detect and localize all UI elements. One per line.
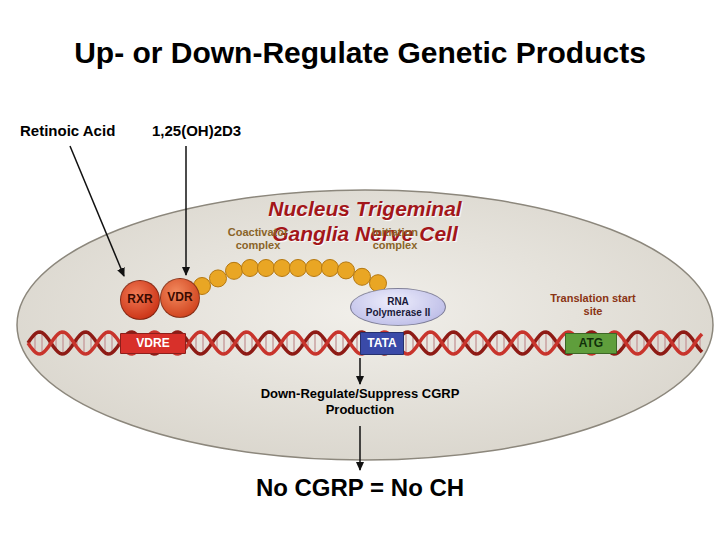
node-text: TATA xyxy=(367,337,396,350)
complex-label: Coactivator complex xyxy=(218,226,298,252)
diagram-title: Up- or Down-Regulate Genetic Products xyxy=(0,36,720,70)
complex-bead xyxy=(306,260,323,277)
atg-start-site: ATG xyxy=(565,333,617,354)
vdre-element: VDRE xyxy=(120,333,186,354)
dna-rung xyxy=(244,332,246,354)
complex-bead xyxy=(242,260,259,277)
conclusion-label: No CGRP = No CH xyxy=(160,474,560,503)
nucleus-membrane xyxy=(17,190,713,460)
dna-rung xyxy=(223,332,225,354)
complex-bead xyxy=(338,262,355,279)
retinoic-arrow xyxy=(70,146,124,276)
dna-rung xyxy=(314,332,316,354)
dna-strand-front xyxy=(28,332,702,354)
dna-rung xyxy=(104,333,106,353)
vdr-receptor: VDR xyxy=(160,278,200,318)
dna-rung xyxy=(426,333,428,353)
effect-label: Down-Regulate/Suppress CGRP Production xyxy=(250,386,470,417)
dna-rung xyxy=(335,333,337,354)
dna-rung xyxy=(202,333,204,354)
rna-polymerase: RNA Polymerase II xyxy=(350,288,446,326)
complex-bead xyxy=(354,268,371,285)
dna-rung xyxy=(272,333,274,353)
dna-rung xyxy=(433,333,435,353)
dna-rung xyxy=(496,333,498,354)
dna-rung xyxy=(657,333,659,354)
down-arrow xyxy=(359,358,361,384)
node-text: RNA Polymerase II xyxy=(363,296,433,318)
dna-rung xyxy=(62,332,64,354)
complex-bead xyxy=(210,270,227,287)
bead-chain xyxy=(194,260,387,295)
dna-rung xyxy=(454,332,456,354)
node-text: ATG xyxy=(579,337,603,350)
rxr-receptor: RXR xyxy=(120,280,160,320)
dna-rung xyxy=(265,333,267,353)
complex-label: Initiation complex xyxy=(355,226,435,252)
complex-bead xyxy=(290,260,307,277)
dna-rung xyxy=(111,333,113,353)
dna-rung xyxy=(293,332,295,354)
nucleus-ellipse: Nucleus Trigeminal Ganglia Nerve CellRXR… xyxy=(15,188,715,462)
ligand-label: 1,25(OH)2D3 xyxy=(152,122,272,140)
result-arrow xyxy=(359,426,361,470)
node-text: VDR xyxy=(167,291,192,304)
dna-rung xyxy=(41,333,43,354)
dna-rung xyxy=(636,332,638,354)
ligand-label: Retinoic Acid xyxy=(20,122,150,140)
complex-bead xyxy=(258,260,275,277)
nucleus-label: Nucleus Trigeminal Ganglia Nerve Cell xyxy=(240,196,490,246)
complex-bead xyxy=(322,260,339,277)
tata-box: TATA xyxy=(360,332,404,355)
dna-rung xyxy=(685,333,687,354)
dna-strand-back xyxy=(28,332,702,354)
node-text: RXR xyxy=(127,293,152,306)
dna-rung xyxy=(475,332,477,354)
dna-rung xyxy=(524,333,526,354)
dna-rung xyxy=(83,332,85,354)
complex-bead xyxy=(274,260,291,277)
node-text: VDRE xyxy=(136,337,169,350)
dna-rung xyxy=(405,332,407,354)
vitd-arrow xyxy=(185,146,187,275)
dna-rung xyxy=(545,332,547,354)
complex-bead xyxy=(226,262,243,279)
start-site-label: Translation start site xyxy=(548,292,638,318)
